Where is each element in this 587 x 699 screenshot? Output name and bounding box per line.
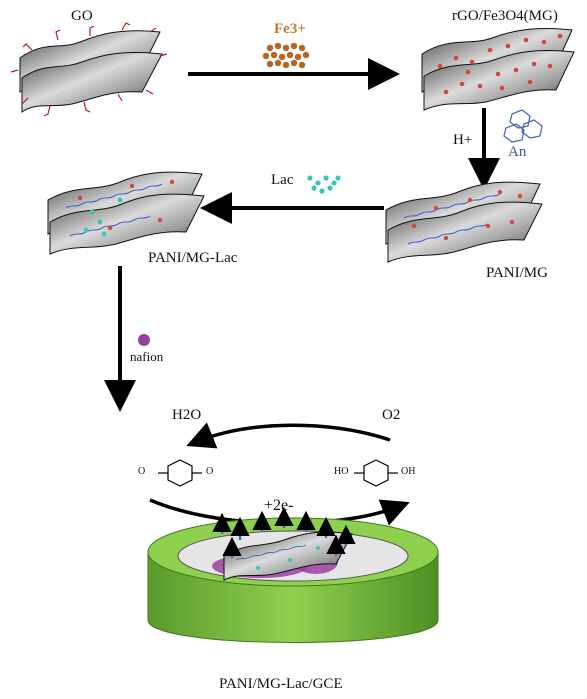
an-label: An — [508, 144, 527, 160]
glassy-carbon-electrode-icon — [147, 506, 439, 643]
quinone-o-left: O — [138, 466, 146, 477]
quinone-o-right: O — [206, 466, 214, 477]
h-plus-label: H+ — [453, 132, 473, 148]
fe3-label: Fe3+ — [274, 22, 306, 37]
nafion-dot-icon — [138, 334, 150, 346]
pani-mg-label: PANI/MG — [486, 265, 548, 281]
go-sheet-icon — [10, 22, 168, 117]
electrons-label: +2e- — [264, 497, 294, 514]
nafion-label: nafion — [130, 349, 164, 364]
pani-mg-lac-sheet-icon — [47, 171, 205, 255]
hydroquinone-oh: OH — [401, 466, 416, 477]
h2o-label: H2O — [172, 407, 202, 423]
aniline-rings-icon — [503, 109, 543, 143]
rgo-mg-label: rGO/Fe3O4(MG) — [452, 8, 558, 24]
hydroquinone-ho: HO — [334, 466, 349, 477]
lac-dots-icon — [307, 175, 341, 194]
go-label: GO — [71, 8, 93, 24]
lac-label: Lac — [271, 172, 294, 188]
benzoquinone-icon — [158, 459, 202, 487]
fe-particles-icon — [262, 42, 310, 69]
pani-mg-lac-label: PANI/MG-Lac — [148, 250, 238, 266]
mg-sheet-icon — [421, 27, 575, 111]
hydroquinone-icon — [354, 459, 398, 487]
o2-label: O2 — [382, 407, 401, 423]
electrode-label: PANI/MG-Lac/GCE — [219, 676, 343, 692]
arrow-o2-to-h2o — [186, 422, 391, 449]
pani-mg-sheet-icon — [385, 181, 543, 263]
fe3-text: Fe3+ — [274, 21, 306, 37]
